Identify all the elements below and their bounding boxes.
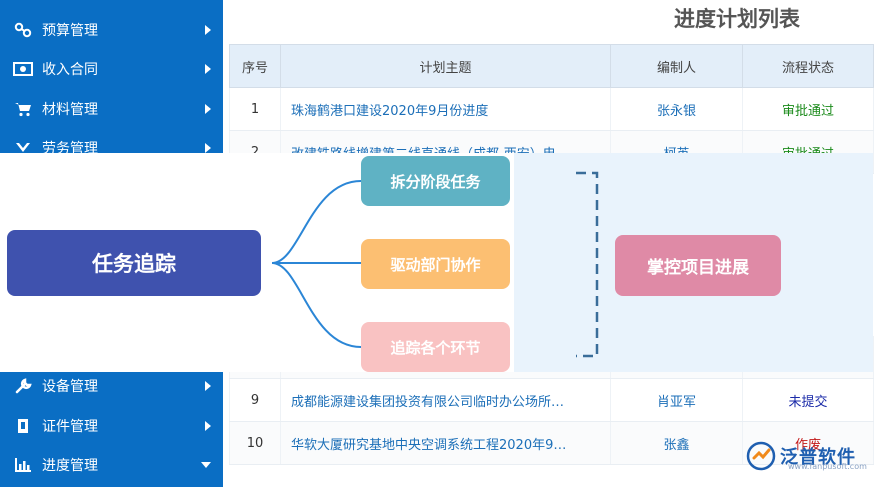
row-number: 9: [229, 378, 281, 422]
column-header-status[interactable]: 流程状态: [742, 44, 874, 88]
table-header-row: 序号 计划主题 编制人 流程状态: [229, 44, 874, 88]
brand-url: www.fanpusoft.com: [788, 462, 867, 471]
wrench-icon: [12, 378, 34, 394]
sidebar-item-progress[interactable]: 进度管理: [0, 445, 223, 485]
task-tracking-diagram: 任务追踪 拆分阶段任务 驱动部门协作 追踪各个环节 掌控项目进展: [0, 153, 873, 372]
brand-name: 泛普软件: [780, 447, 856, 468]
author-name[interactable]: 肖亚军: [610, 378, 743, 422]
diagram-branch-track-links: 追踪各个环节: [361, 322, 510, 372]
cart-icon: [12, 101, 34, 117]
diagram-goal-node: 掌控项目进展: [615, 235, 781, 296]
table-row[interactable]: 9 成都能源建设集团投资有限公司临时办公场所… 肖亚军 未提交: [229, 378, 874, 422]
branch-line-1: [271, 180, 362, 264]
bar-chart-icon: [12, 457, 34, 473]
diagram-root-node: 任务追踪: [7, 230, 261, 296]
plan-topic-link[interactable]: 成都能源建设集团投资有限公司临时办公场所…: [280, 378, 611, 422]
chevron-right-icon: [205, 143, 211, 153]
column-header-no[interactable]: 序号: [229, 44, 281, 88]
sidebar-item-equipment[interactable]: 设备管理: [0, 366, 223, 406]
sidebar-item-label: 收入合同: [42, 62, 98, 78]
sidebar-item-label: 设备管理: [42, 379, 98, 395]
chevron-right-icon: [205, 25, 211, 35]
table-row[interactable]: 10 华软大厦研究基地中央空调系统工程2020年9… 张鑫 作废: [229, 421, 874, 465]
row-number: 10: [229, 421, 281, 465]
status-badge: 未提交: [742, 378, 874, 422]
sidebar-item-budget[interactable]: 预算管理: [0, 10, 223, 50]
column-header-topic[interactable]: 计划主题: [280, 44, 611, 88]
status-badge: 审批通过: [742, 87, 874, 131]
author-name[interactable]: 张鑫: [610, 421, 743, 465]
chevron-right-icon: [205, 421, 211, 431]
chevron-right-icon: [205, 381, 211, 391]
sidebar-item-certificates[interactable]: 证件管理: [0, 406, 223, 446]
plan-topic-link[interactable]: 华软大厦研究基地中央空调系统工程2020年9…: [280, 421, 611, 465]
row-number: 1: [229, 87, 281, 131]
column-header-author[interactable]: 编制人: [610, 44, 743, 88]
id-card-icon: [12, 418, 34, 434]
author-name[interactable]: 张永银: [610, 87, 743, 131]
sidebar-item-income-contract[interactable]: 收入合同: [0, 49, 223, 89]
sidebar-item-label: 材料管理: [42, 102, 98, 118]
table-row[interactable]: 1 珠海鹤港口建设2020年9月份进度 张永银 审批通过: [229, 87, 874, 131]
chevron-right-icon: [205, 104, 211, 114]
diagram-branch-drive-collaboration: 驱动部门协作: [361, 239, 510, 289]
money-icon: [12, 61, 34, 77]
branch-line-3: [271, 262, 362, 348]
link-icon: [12, 22, 34, 38]
sidebar-item-label: 进度管理: [42, 458, 98, 474]
sidebar-item-label: 证件管理: [42, 419, 98, 435]
worker-icon: [12, 140, 34, 156]
plan-topic-link[interactable]: 珠海鹤港口建设2020年9月份进度: [280, 87, 611, 131]
chevron-down-icon: [201, 462, 211, 468]
chevron-right-icon: [205, 64, 211, 74]
page-title: 进度计划列表: [674, 7, 800, 31]
sidebar-item-materials[interactable]: 材料管理: [0, 89, 223, 129]
brand-logo: 泛普软件 www.fanpusoft.com: [746, 440, 867, 472]
diagram-branch-split-tasks: 拆分阶段任务: [361, 156, 510, 206]
brand-logo-icon: [746, 441, 776, 471]
sidebar-item-label: 预算管理: [42, 23, 98, 39]
